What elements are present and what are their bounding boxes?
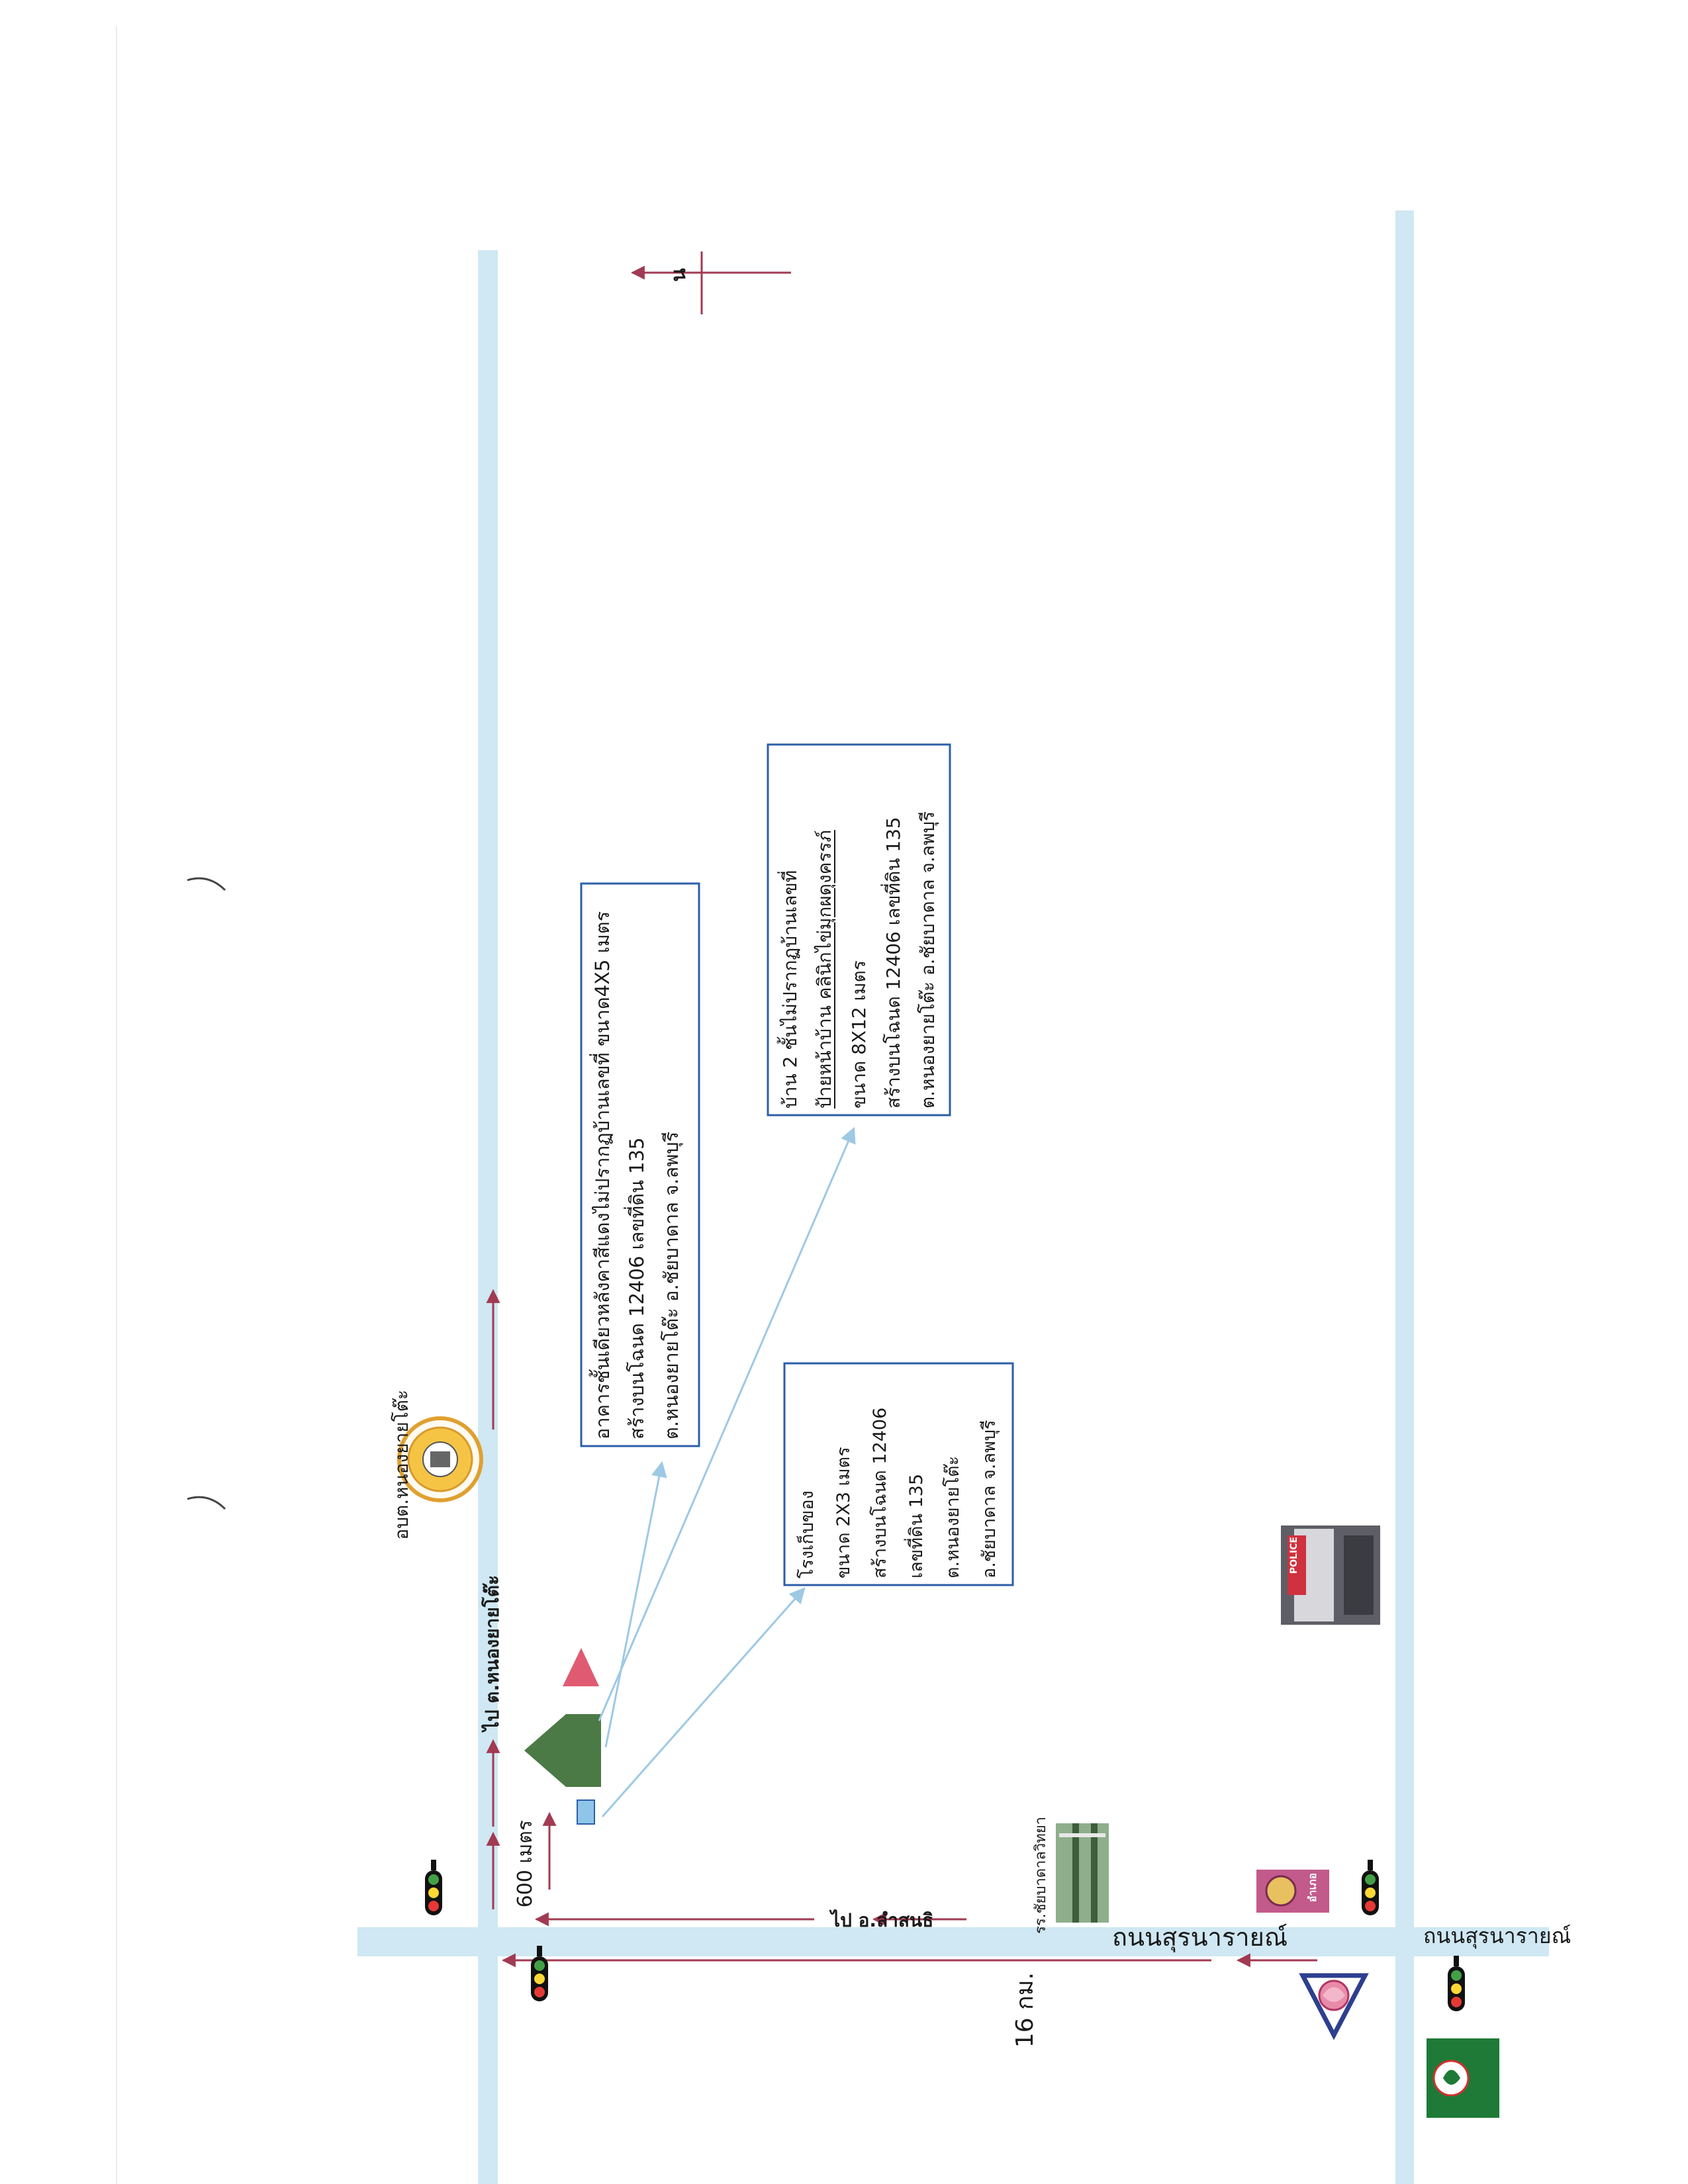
punch-hole-mark [187, 1496, 226, 1510]
police-station-photo [1281, 1525, 1380, 1625]
hospital-logo [1299, 1973, 1369, 2040]
traffic-light-icon [531, 1946, 548, 2001]
house-line: ขนาด 8X12 เมตร [848, 960, 870, 1109]
road-surinarai-horizontal [357, 1927, 1549, 1956]
storage-line: อ.ชัยบาดาล จ.ลพบุรี [979, 1420, 1000, 1578]
storage-marker [577, 1799, 595, 1825]
building-red-roof-marker [563, 1648, 599, 1686]
house-line: ต.หนองยายโต๊ะ อ.ชัยบาดาล จ.ลพบุรี [917, 811, 939, 1109]
label-16km: 16 กม. [1011, 1972, 1039, 2048]
north-arrow [630, 251, 791, 314]
traffic-light-icon [1448, 1956, 1465, 2011]
building-line: ต.หนองยายโต๊ะ อ.ชัยบาดาล จ.ลพบุรี [660, 1131, 682, 1439]
building-line: สร้างบนโฉนด 12406 เลขที่ดิน 135 [626, 1137, 648, 1439]
health-center-logo [1427, 2038, 1499, 2118]
traffic-light-icon [425, 1860, 442, 1915]
punch-hole-mark [187, 877, 226, 891]
info-text-building: อาคารชั้นเดียวหลังคาสีแดงไม่ปรากฏบ้านเลข… [585, 890, 698, 1439]
storage-line: สร้างบนโฉนด 12406 [870, 1407, 890, 1578]
info-text-house: บ้าน 2 ชั้นไม่ปรากฏบ้านเลขที่ ป้ายหน้าบ้… [773, 751, 947, 1109]
label-amphoe: อำเภอ [1306, 1873, 1319, 1903]
road-left-vertical [478, 250, 498, 2184]
info-text-storage: โรงเก็บของ ขนาด 2X3 เมตร สร้างบนโฉนด 124… [789, 1370, 1009, 1578]
label-surinarai-road: ถนนสุรนารายณ์ [1112, 1923, 1288, 1952]
road-right-vertical [1395, 210, 1414, 2184]
storage-line: ขนาด 2X3 เมตร [833, 1447, 854, 1578]
storage-line: โรงเก็บของ [797, 1490, 818, 1578]
leader-arrows [598, 1126, 856, 1817]
sao-seal-icon [397, 1416, 483, 1502]
storage-line: เลขที่ดิน 135 [906, 1473, 927, 1578]
label-police: POLICE [1289, 1537, 1299, 1574]
label-to-lam-sonthi: ไป อ.ลำสนธิ [831, 1909, 934, 1931]
label-north: น [667, 268, 690, 282]
direction-arrows [486, 1289, 1317, 1968]
info-box-building [580, 882, 700, 1447]
building-line: อาคารชั้นเดียวหลังคาสีแดงไม่ปรากฏบ้านเลข… [591, 911, 614, 1439]
house-line: ป้ายหน้าบ้าน คลินิกไข่มุกผดุงครรภ์ [814, 830, 835, 1109]
school-photo [1056, 1823, 1109, 1923]
label-600m: 600 เมตร [514, 1820, 537, 1908]
label-to-nong-yai-to: ไป ต.หนองยายโต๊ะ [481, 1575, 503, 1731]
label-school: รร.ชัยบาดาลวิทยา [1033, 1817, 1049, 1934]
info-box-storage [783, 1362, 1014, 1586]
label-sao-office: อบต.หนองยายโต๊ะ [391, 1390, 412, 1540]
storage-line: ต.หนองยายโต๊ะ [943, 1455, 963, 1578]
info-box-house [767, 743, 951, 1116]
district-office-emblem [1256, 1870, 1329, 1913]
label-surinarai-road-2: ถนนสุรนารายณ์ [1423, 1923, 1571, 1948]
house-line: บ้าน 2 ชั้นไม่ปรากฏบ้านเลขที่ [779, 870, 801, 1109]
house-line: สร้างบนโฉนด 12406 เลขที่ดิน 135 [882, 817, 904, 1109]
traffic-light-icon [1362, 1860, 1379, 1915]
house-marker-icon [524, 1714, 601, 1787]
